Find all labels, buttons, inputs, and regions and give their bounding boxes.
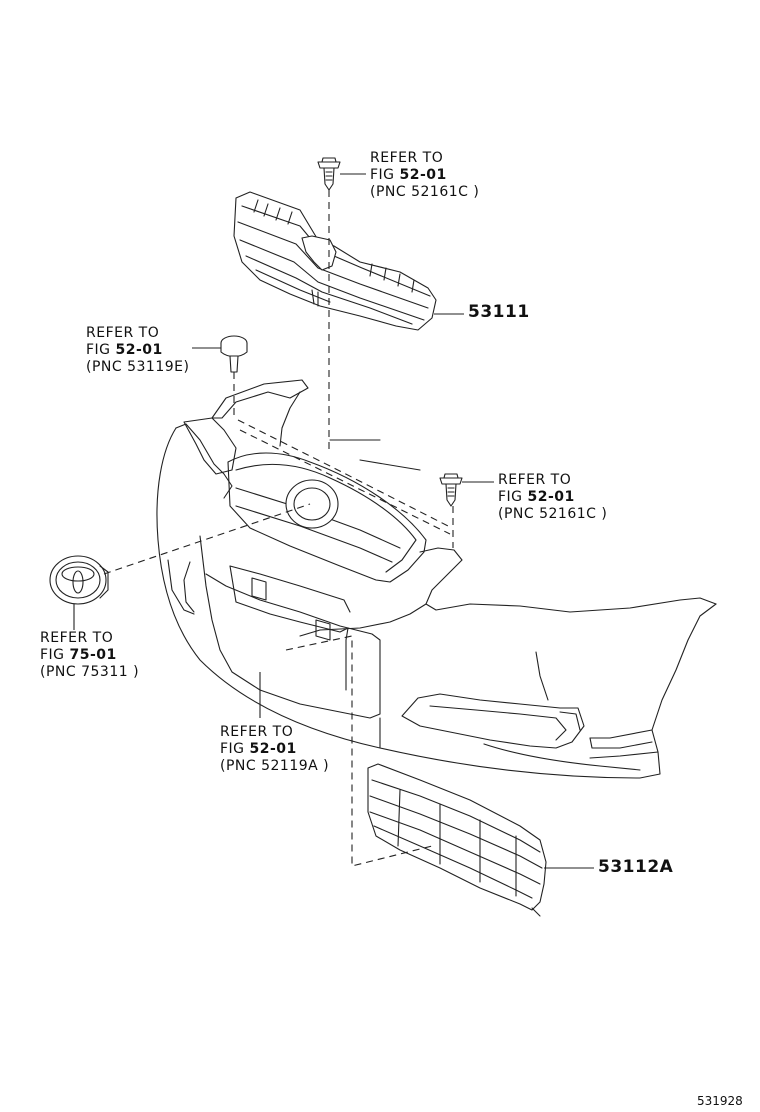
callout-refer-text: REFER TO (220, 724, 294, 740)
callout-fig-number[interactable]: 75-01 (69, 647, 117, 663)
callout-fig-number[interactable]: 52-01 (527, 489, 575, 505)
callout-pnc: (PNC 52161C ) (498, 506, 608, 522)
callout-bumper-cover: REFER TO FIG 52-01 (PNC 52119A ) (220, 724, 329, 775)
push-clip-icon (317, 157, 341, 191)
callout-emblem: REFER TO FIG 75-01 (PNC 75311 ) (40, 630, 139, 681)
callout-fig-number[interactable]: 52-01 (249, 741, 297, 757)
callout-fig-number[interactable]: 52-01 (399, 167, 447, 183)
callout-pnc: (PNC 52161C ) (370, 184, 480, 200)
callout-fig-prefix: FIG (40, 647, 70, 663)
part-number-lower-grille[interactable]: 53112A (598, 857, 674, 877)
lower-grille (367, 763, 547, 917)
callout-refer-text: REFER TO (86, 325, 160, 341)
callout-pnc: (PNC 52119A ) (220, 758, 330, 774)
illustration-code: 531928 (697, 1094, 743, 1108)
upper-grille (233, 191, 437, 331)
part-number-upper-grille[interactable]: 53111 (468, 302, 530, 322)
callout-fig-prefix: FIG (370, 167, 400, 183)
callout-fig-prefix: FIG (86, 342, 116, 358)
callout-fig-prefix: FIG (498, 489, 528, 505)
callout-clip-left: REFER TO FIG 52-01 (PNC 53119E) (86, 325, 189, 376)
callout-pnc: (PNC 53119E) (86, 359, 190, 375)
callout-clip-right: REFER TO FIG 52-01 (PNC 52161C ) (498, 472, 607, 523)
push-clip-icon (439, 473, 463, 507)
callout-fig-prefix: FIG (220, 741, 250, 757)
bolt-clip-icon (220, 335, 248, 373)
bumper-cover (156, 379, 717, 779)
callout-fig-number[interactable]: 52-01 (115, 342, 163, 358)
callout-refer-text: REFER TO (370, 150, 444, 166)
callout-pnc: (PNC 75311 ) (40, 664, 140, 680)
callout-refer-text: REFER TO (40, 630, 114, 646)
callout-refer-text: REFER TO (498, 472, 572, 488)
callout-clip-top: REFER TO FIG 52-01 (PNC 52161C ) (370, 150, 479, 201)
toyota-emblem-icon (49, 555, 109, 605)
